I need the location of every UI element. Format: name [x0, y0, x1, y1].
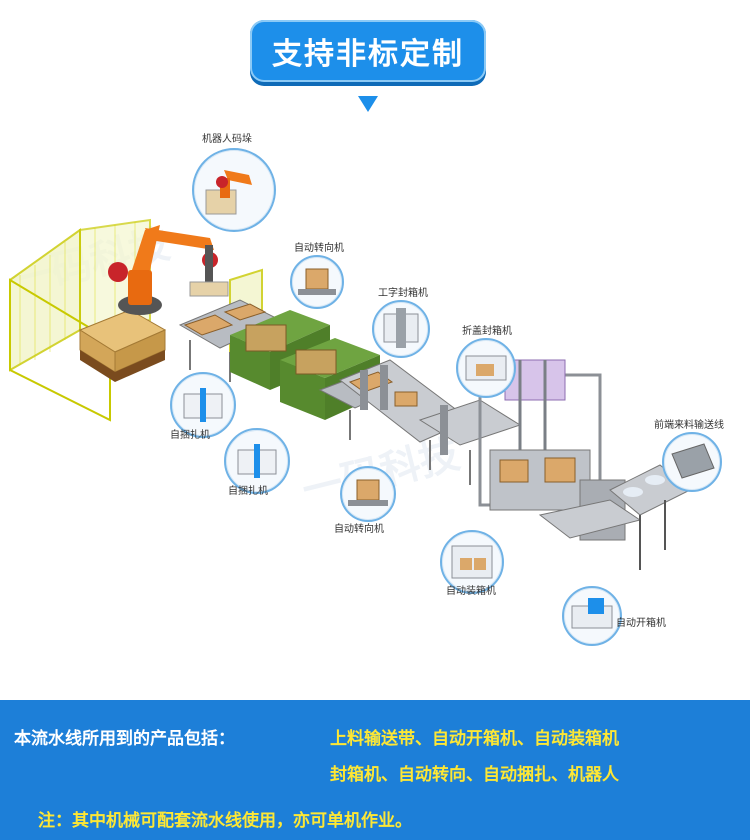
title-text: 支持非标定制	[272, 37, 464, 72]
title-banner: 支持非标定制	[250, 20, 486, 84]
strapper-icon	[183, 388, 223, 422]
production-line-scene: 一码科技 一码科技	[0, 120, 750, 690]
erector-icon	[571, 598, 613, 629]
robot-palletizer-bubble	[192, 148, 276, 232]
label-auto-turner-top: 自动转向机	[294, 243, 344, 254]
outfeed-conveyor	[178, 299, 282, 382]
strapper-1-bubble	[170, 372, 236, 438]
title-button: 支持非标定制	[250, 20, 486, 82]
robot-arm	[108, 225, 229, 315]
robot-icon	[205, 170, 252, 215]
auto-turner-top-bubble	[290, 255, 344, 309]
label-i-sealer: 工字封箱机	[378, 288, 428, 299]
conveyor-icon	[671, 443, 715, 479]
footer-prefix: 本流水线所用到的产品包括：	[14, 729, 235, 749]
auto-packer-bubble	[440, 530, 504, 594]
i-sealer-bubble	[372, 300, 430, 358]
auto-erector-bubble	[562, 586, 622, 646]
label-auto-packer: 自动装箱机	[446, 586, 496, 597]
sealer-icon	[465, 355, 507, 381]
strapper-icon	[237, 444, 277, 478]
footer-note: 注：其中机械可配套流水线使用，亦可单机作业。	[38, 811, 412, 831]
box-icon	[298, 268, 336, 295]
down-arrow-icon	[358, 96, 378, 112]
footer-items-1: 上料输送带、自动开箱机、自动装箱机	[330, 729, 619, 749]
label-auto-erector: 自动开箱机	[616, 618, 666, 629]
line-illustration	[9, 218, 691, 570]
footer-items-2: 封箱机、自动转向、自动捆扎、机器人	[330, 765, 619, 785]
packer-icon	[451, 545, 493, 579]
front-conveyor-bubble	[662, 432, 722, 492]
label-strapper-2: 自捆扎机	[228, 486, 268, 497]
label-auto-turner-bottom: 自动转向机	[334, 524, 384, 535]
sealer-icon	[383, 308, 419, 348]
auto-turner-bottom-bubble	[340, 466, 396, 522]
packer-frame	[478, 359, 642, 541]
label-front-conveyor: 前端来料输送线	[654, 420, 724, 431]
middle-conveyors	[339, 359, 522, 485]
label-robot-palletizer: 机器人码垛	[202, 134, 252, 145]
label-strapper-1: 自捆扎机	[170, 430, 210, 441]
pallet-stack	[78, 309, 167, 382]
box-icon	[348, 479, 388, 506]
fold-sealer-bubble	[456, 338, 516, 398]
strapper-2-bubble	[224, 428, 290, 494]
footer-panel: 本流水线所用到的产品包括： 上料输送带、自动开箱机、自动装箱机 封箱机、自动转向…	[0, 700, 750, 840]
label-fold-sealer: 折盖封箱机	[462, 326, 512, 337]
